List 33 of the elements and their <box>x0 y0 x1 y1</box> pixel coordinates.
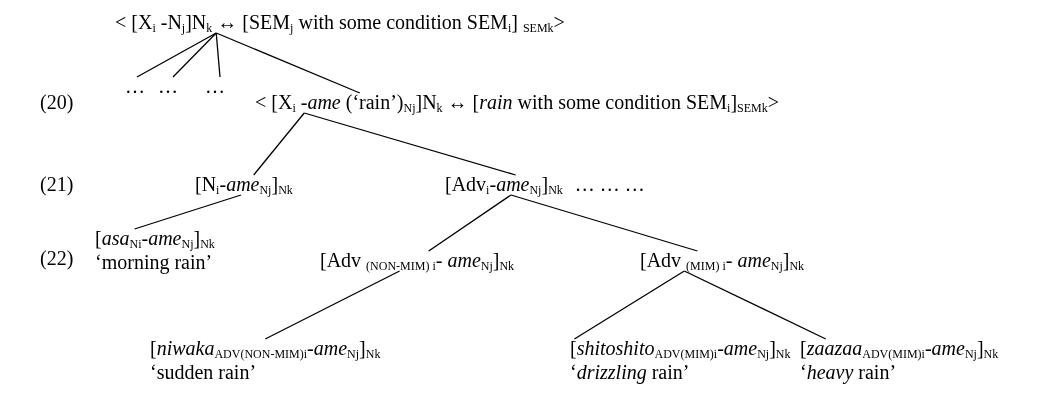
construction-text: [Adv$_{i}$-ame$_{Nj}$]$_{Nk}$ <box>445 172 563 196</box>
tree-branch-line <box>428 194 512 252</box>
example-number: (22) <box>40 246 74 270</box>
tree-branch-line <box>172 32 217 78</box>
tree-branch-line <box>136 32 217 78</box>
tree-branch-line <box>573 270 685 340</box>
tree-branch-line <box>133 194 242 230</box>
construction-text: … <box>205 74 225 98</box>
construction-text: [N$_{i}$-ame$_{Nj}$]$_{Nk}$ <box>195 172 293 196</box>
tree-branch-line <box>264 270 401 340</box>
gloss-text: ‘drizzling rain’ <box>570 361 690 384</box>
construction-text: [zaazaa$_{ADV(MIM)i}$-ame$_{Nj}$]$_{Nk}$ <box>800 336 999 360</box>
construction-text: [niwaka$_{ADV(NON-MIM)i}$-ame$_{Nj}$]$_{Nk}$ <box>150 336 381 360</box>
construction-text: … <box>158 74 178 98</box>
gloss-text: ‘heavy rain’ <box>800 361 897 384</box>
construction-text: [shitoshito$_{ADV(MIM)i}$-ame$_{Nj}$]$_{Nk}$ <box>570 336 791 360</box>
construction-text: [Adv $_{(MIM) i}$- ame$_{Nj}$]$_{Nk}$ <box>640 248 805 272</box>
tree-branch-line <box>253 112 305 176</box>
example-number: (21) <box>40 172 74 196</box>
tree-branch-line <box>683 270 827 340</box>
construction-text: [asa$_{Ni}$-ame$_{Nj}$]$_{Nk}$ <box>95 226 215 250</box>
construction-text: … <box>125 74 145 98</box>
construction-text: < [X$_{i}$ -N$_{j}$]N$_{k}$ ↔ [SEM$_{j}$ with some condition SEM$_{i}$] $_{SEMk}$> <box>115 10 565 34</box>
construction-text: < [X$_{i}$ -ame (‘rain’)$_{Nj}$]N$_{k}$ ↔ [rain with some condition SEM$_{i}$]$_{SEMk}$> <box>255 90 780 114</box>
tree-branch-line <box>510 194 699 252</box>
example-number: (20) <box>40 90 74 114</box>
ellipsis-text: … … … <box>574 172 645 196</box>
tree-branch-line <box>215 32 361 94</box>
gloss-text: ‘sudden rain’ <box>150 361 257 384</box>
construction-text: [Adv $_{(NON-MIM) i}$- ame$_{Nj}$]$_{Nk}$ <box>320 248 515 272</box>
tree-branch-line <box>215 32 221 78</box>
tree-branch-line <box>303 112 517 176</box>
gloss-text: ‘morning rain’ <box>95 251 213 274</box>
